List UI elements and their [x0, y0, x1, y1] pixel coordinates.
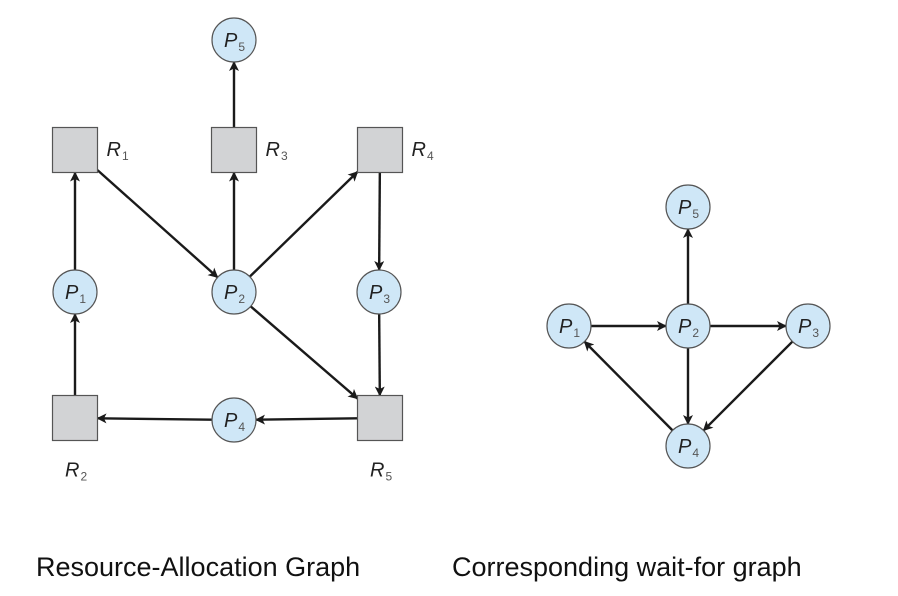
rag-process-p3: P3 [356, 269, 402, 315]
rag-edge-p4-to-r2 [96, 413, 213, 424]
process-node-circle [356, 269, 402, 315]
resource-label: R2 [65, 460, 87, 484]
wfg-process-p2: P2 [665, 303, 711, 349]
resource-label: R1 [107, 139, 129, 163]
resource-label: R3 [266, 139, 288, 163]
caption-resource-allocation-graph: Resource-Allocation Graph [36, 552, 361, 582]
resource-node-box [51, 394, 99, 442]
resource-node-box [356, 126, 404, 174]
rag-resource-r5: R5 [356, 394, 404, 484]
rag-resource-r1: R1 [51, 126, 129, 174]
resource-label: R4 [412, 139, 434, 163]
rag-edge-r4-to-p3 [374, 172, 385, 272]
process-node-circle [546, 303, 592, 349]
rag-edge-p3-to-r5 [374, 313, 385, 397]
rag-process-p5: P5 [211, 17, 257, 63]
rag-process-p4: P4 [211, 397, 257, 443]
process-node-circle [785, 303, 831, 349]
process-node-circle [665, 423, 711, 469]
rag-process-p1: P1 [52, 269, 98, 315]
wfg-process-p1: P1 [546, 303, 592, 349]
rag-resource-r3: R3 [210, 126, 288, 174]
process-node-circle [52, 269, 98, 315]
process-node-circle [211, 397, 257, 443]
resource-node-box [210, 126, 258, 174]
wfg-process-p3: P3 [785, 303, 831, 349]
process-node-circle [665, 303, 711, 349]
wfg-process-p5: P5 [665, 184, 711, 230]
rag-edge-p2-to-r5 [249, 305, 359, 400]
rag-edge-p2-to-r4 [248, 171, 359, 278]
process-node-circle [211, 269, 257, 315]
rag-edge-r1-to-p2 [96, 169, 219, 279]
rag-process-p2: P2 [211, 269, 257, 315]
resource-node-box [356, 394, 404, 442]
process-node-circle [211, 17, 257, 63]
caption-wait-for-graph: Corresponding wait-for graph [452, 552, 802, 582]
wfg-edge-p4-to-p1 [583, 340, 674, 432]
resource-node-box [51, 126, 99, 174]
rag-resource-r2: R2 [51, 394, 99, 484]
rag-resource-r4: R4 [356, 126, 434, 174]
wfg-edge-p3-to-p4 [702, 340, 794, 432]
rag-edge-r5-to-p4 [254, 414, 358, 425]
wfg-process-p4: P4 [665, 423, 711, 469]
process-node-circle [665, 184, 711, 230]
resource-label: R5 [370, 460, 392, 484]
